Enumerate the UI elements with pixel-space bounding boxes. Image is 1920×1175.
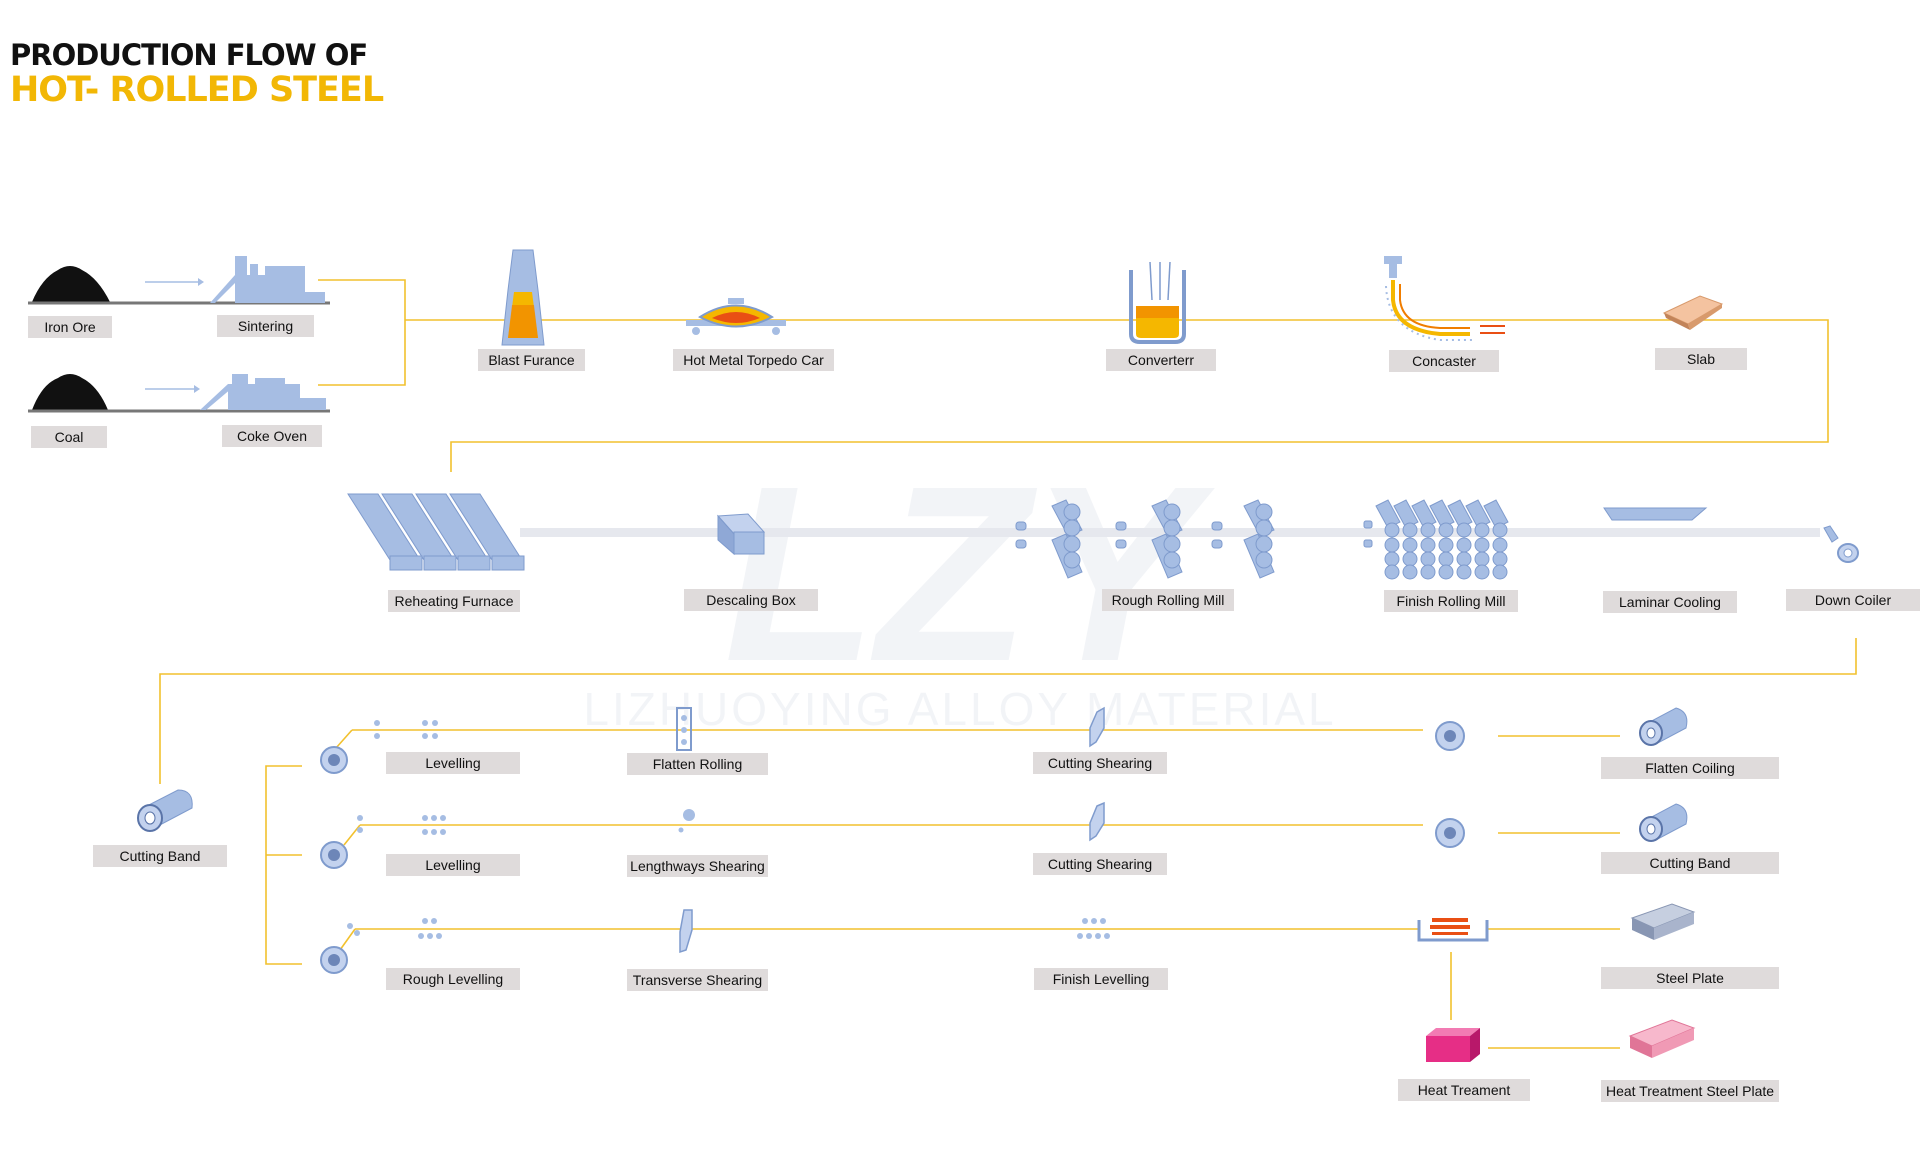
label-finish-rolling-mill: Finish Rolling Mill xyxy=(1384,590,1518,612)
heat-treatment-block-icon xyxy=(1426,1028,1480,1062)
finish-rolling-mill-icon xyxy=(1363,499,1509,580)
transverse-shear-icon xyxy=(679,909,693,954)
label-sintering: Sintering xyxy=(217,315,314,337)
sintering-plant-icon xyxy=(210,256,325,303)
label-heat-treatment: Heat Treament xyxy=(1398,1079,1530,1101)
label-flatten-coiling: Flatten Coiling xyxy=(1601,757,1779,779)
shear-icon xyxy=(1089,706,1105,748)
label-rough-levelling: Rough Levelling xyxy=(386,968,520,990)
label-levelling-1: Levelling xyxy=(386,752,520,774)
ore-pile-icon xyxy=(32,266,110,302)
label-flatten-rolling: Flatten Rolling xyxy=(627,753,768,775)
converter-icon xyxy=(1129,261,1186,344)
watermark-text: LIZHUOYING ALLOY MATERIAL xyxy=(583,683,1336,735)
label-coal: Coal xyxy=(31,426,107,448)
flow-lines xyxy=(159,279,1857,1049)
label-coke-oven: Coke Oven xyxy=(222,425,322,447)
levelling-rollers-icon xyxy=(374,720,438,739)
label-levelling-2: Levelling xyxy=(386,854,520,876)
uncoiler-icon xyxy=(320,746,348,974)
label-transverse-shearing: Transverse Shearing xyxy=(627,969,768,991)
label-torpedo-car: Hot Metal Torpedo Car xyxy=(673,349,834,371)
label-down-coiler: Down Coiler xyxy=(1786,589,1920,611)
watermark: LZY LIZHUOYING ALLOY MATERIAL xyxy=(583,434,1336,735)
flatten-rolling-icon xyxy=(676,707,692,751)
coal-pile-icon xyxy=(32,374,108,410)
down-coiler-icon xyxy=(1823,525,1859,563)
blast-furnace-icon xyxy=(501,249,545,346)
label-converter: Converterr xyxy=(1106,349,1216,371)
title-line-2: HOT- ROLLED STEEL xyxy=(10,70,384,110)
label-steel-plate: Steel Plate xyxy=(1601,967,1779,989)
coil-icon xyxy=(137,789,193,832)
label-cutting-band-product: Cutting Band xyxy=(1601,852,1779,874)
watermark-logo: LZY xyxy=(724,434,1215,713)
recoiler-icon xyxy=(1435,818,1465,848)
label-heat-treatment-plate: Heat Treatment Steel Plate xyxy=(1601,1080,1779,1102)
label-concaster: Concaster xyxy=(1389,350,1499,372)
label-rough-rolling-mill: Rough Rolling Mill xyxy=(1102,589,1234,611)
label-lengthways-shearing: Lengthways Shearing xyxy=(627,855,768,877)
label-finish-levelling: Finish Levelling xyxy=(1034,968,1168,990)
lengthways-shear-icon xyxy=(678,809,695,833)
shear-icon xyxy=(1089,801,1105,842)
recoiler-icon xyxy=(1435,721,1465,751)
label-cutting-band-start: Cutting Band xyxy=(93,845,227,867)
torpedo-car-icon xyxy=(686,298,786,335)
coke-oven-icon xyxy=(200,374,326,410)
steel-plate-icon xyxy=(1630,903,1696,940)
label-iron-ore: Iron Ore xyxy=(28,316,112,338)
levelling-rollers-icon xyxy=(357,815,446,835)
finish-levelling-rollers-icon xyxy=(1077,918,1110,939)
reheating-furnace-icon xyxy=(347,493,525,571)
label-blast-furnace: Blast Furance xyxy=(478,349,585,371)
rough-rolling-mill-icon xyxy=(1015,499,1275,579)
label-cutting-shearing-1: Cutting Shearing xyxy=(1033,752,1167,774)
title-line-1: PRODUCTION FLOW OF xyxy=(10,38,368,72)
slab-icon xyxy=(1662,295,1724,330)
label-reheating-furnace: Reheating Furnace xyxy=(388,590,520,612)
laminar-cooling-icon xyxy=(1603,507,1708,521)
label-cutting-shearing-2: Cutting Shearing xyxy=(1033,853,1167,875)
descaling-box-icon xyxy=(716,513,766,556)
arrow-head-icon xyxy=(194,385,200,393)
label-descaling-box: Descaling Box xyxy=(684,589,818,611)
arrow-head-icon xyxy=(198,278,204,286)
concaster-icon xyxy=(1384,256,1505,341)
label-laminar-cooling: Laminar Cooling xyxy=(1603,591,1737,613)
rough-levelling-rollers-icon xyxy=(347,918,442,939)
heat-furnace-icon xyxy=(1417,918,1489,942)
band-coil-icon xyxy=(1639,803,1688,842)
heat-treated-plate-icon xyxy=(1628,1019,1696,1058)
flatten-coil-icon xyxy=(1639,707,1688,746)
label-slab: Slab xyxy=(1655,348,1747,370)
